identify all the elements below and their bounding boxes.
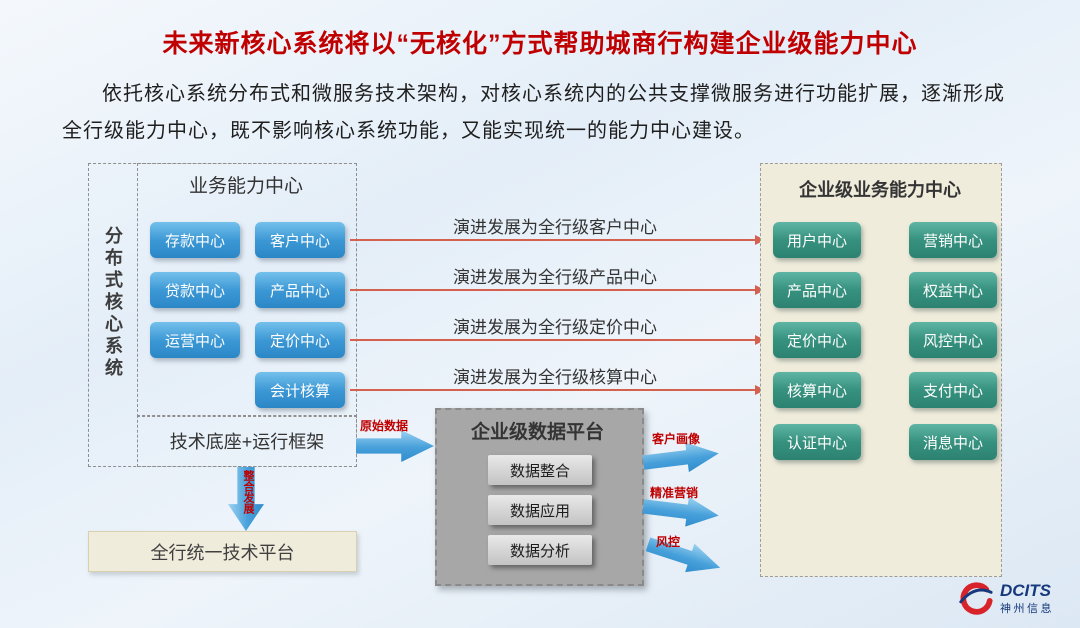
evolution-arrow-product <box>350 285 765 295</box>
product-center-node: 产品中心 <box>255 272 345 308</box>
user-center-node: 用户中心 <box>773 222 861 258</box>
data-application-module: 数据应用 <box>488 495 592 525</box>
distributed-core-label: 分布式核心系统 <box>103 226 123 380</box>
dcits-company-text: 神州信息 <box>1000 603 1054 616</box>
data-analysis-module: 数据分析 <box>488 535 592 565</box>
raw-data-label: 原始数据 <box>360 419 409 433</box>
marketing-center-node: 营销中心 <box>909 222 997 258</box>
dcits-logo: DCITS 神州信息 <box>956 580 1054 618</box>
accounting-center-node: 核算中心 <box>773 372 861 408</box>
ent-pricing-center-node: 定价中心 <box>773 322 861 358</box>
raw-data-arrow-icon <box>356 430 434 462</box>
evolution-label-accounting: 演进发展为全行级核算中心 <box>453 368 657 387</box>
risk-control-label: 风控 <box>656 535 681 549</box>
dcits-logo-text: DCITS 神州信息 <box>1000 580 1054 617</box>
message-center-node: 消息中心 <box>909 424 997 460</box>
loan-center-node: 贷款中心 <box>150 272 240 308</box>
accounting-node: 会计核算 <box>255 372 345 408</box>
evolution-label-product: 演进发展为全行级产品中心 <box>453 268 657 287</box>
customer-center-node: 客户中心 <box>255 222 345 258</box>
dcits-logo-icon <box>959 582 993 615</box>
deposit-center-node: 存款中心 <box>150 222 240 258</box>
integration-arrow-label: 整合发展 <box>242 470 254 514</box>
unified-platform-box: 全行统一技术平台 <box>88 531 357 572</box>
evolution-arrow-pricing <box>350 335 765 345</box>
payment-center-node: 支付中心 <box>909 372 997 408</box>
business-capability-title: 业务能力中心 <box>188 176 303 197</box>
pricing-center-node: 定价中心 <box>255 322 345 358</box>
data-integration-module: 数据整合 <box>488 455 592 485</box>
evolution-label-pricing: 演进发展为全行级定价中心 <box>453 318 657 337</box>
evolution-label-customer: 演进发展为全行级客户中心 <box>453 218 657 237</box>
evolution-arrow-customer <box>350 235 765 245</box>
ent-product-center-node: 产品中心 <box>773 272 861 308</box>
rights-center-node: 权益中心 <box>909 272 997 308</box>
evolution-arrow-accounting <box>350 385 765 395</box>
precision-marketing-label: 精准营销 <box>650 486 699 500</box>
data-platform-title: 企业级数据平台 <box>470 422 604 443</box>
customer-profile-label: 客户画像 <box>652 432 701 446</box>
intro-paragraph: 依托核心系统分布式和微服务技术架构，对核心系统内的公共支撑微服务进行功能扩展，逐… <box>62 83 1005 142</box>
auth-center-node: 认证中心 <box>773 424 861 460</box>
dcits-brand-text: DCITS <box>1000 580 1051 600</box>
page-title: 未来新核心系统将以“无核化”方式帮助城商行构建企业级能力中心 <box>162 30 918 58</box>
risk-center-node: 风控中心 <box>909 322 997 358</box>
enterprise-capability-title: 企业级业务能力中心 <box>799 180 961 200</box>
tech-base-box: 技术底座+运行框架 <box>137 415 357 467</box>
operation-center-node: 运营中心 <box>150 322 240 358</box>
